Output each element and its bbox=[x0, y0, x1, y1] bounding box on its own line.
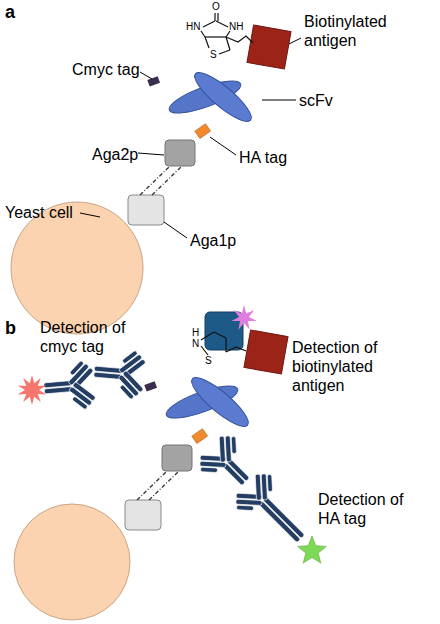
biotin-structure bbox=[201, 13, 253, 54]
part-label: Aga2p bbox=[92, 145, 138, 164]
aga2p-protein bbox=[165, 140, 195, 166]
biotin-structure bbox=[201, 332, 246, 355]
disulfide-bond bbox=[140, 166, 170, 195]
part-label: HA tag bbox=[239, 148, 287, 167]
display-construct bbox=[128, 25, 291, 225]
disulfide-bond bbox=[152, 166, 182, 195]
primary-antibody bbox=[192, 428, 264, 500]
atom-label: NH bbox=[229, 21, 243, 33]
fluorophore-star bbox=[231, 305, 256, 330]
streptavidin bbox=[205, 312, 243, 350]
antibodies bbox=[42, 346, 319, 557]
atom-label: S bbox=[210, 49, 217, 61]
atom-label: N bbox=[192, 338, 199, 350]
atom-label: O bbox=[212, 1, 220, 13]
scfv-domain bbox=[189, 66, 257, 128]
antigen bbox=[247, 25, 291, 69]
ha-tag bbox=[195, 124, 211, 139]
panel-letter: b bbox=[5, 318, 16, 340]
panel-letter: a bbox=[5, 2, 15, 24]
part-label: Cmyc tag bbox=[72, 60, 140, 79]
detection-label: Detection of cmyc tag bbox=[40, 318, 150, 356]
aga1p-protein bbox=[128, 195, 164, 225]
yeast-cell bbox=[11, 202, 143, 334]
atom-label: H bbox=[192, 327, 199, 339]
part-label: Yeast cell bbox=[5, 203, 73, 222]
secondary-antibody bbox=[228, 466, 319, 557]
yeast-cell bbox=[14, 504, 130, 620]
part-label: scFv bbox=[299, 91, 333, 110]
secondary-antibody bbox=[42, 359, 97, 414]
detection-label: Detection of biotinylated antigen bbox=[292, 338, 402, 396]
detection-label: Detection of HA tag bbox=[318, 490, 428, 528]
atom-label: S bbox=[205, 355, 212, 367]
part-label: Biotinylated antigen bbox=[304, 12, 404, 50]
part-label: Aga1p bbox=[190, 231, 236, 250]
atom-label: HN bbox=[186, 21, 200, 33]
fluorophore-star bbox=[298, 536, 327, 563]
fluorophore-star bbox=[18, 375, 47, 405]
